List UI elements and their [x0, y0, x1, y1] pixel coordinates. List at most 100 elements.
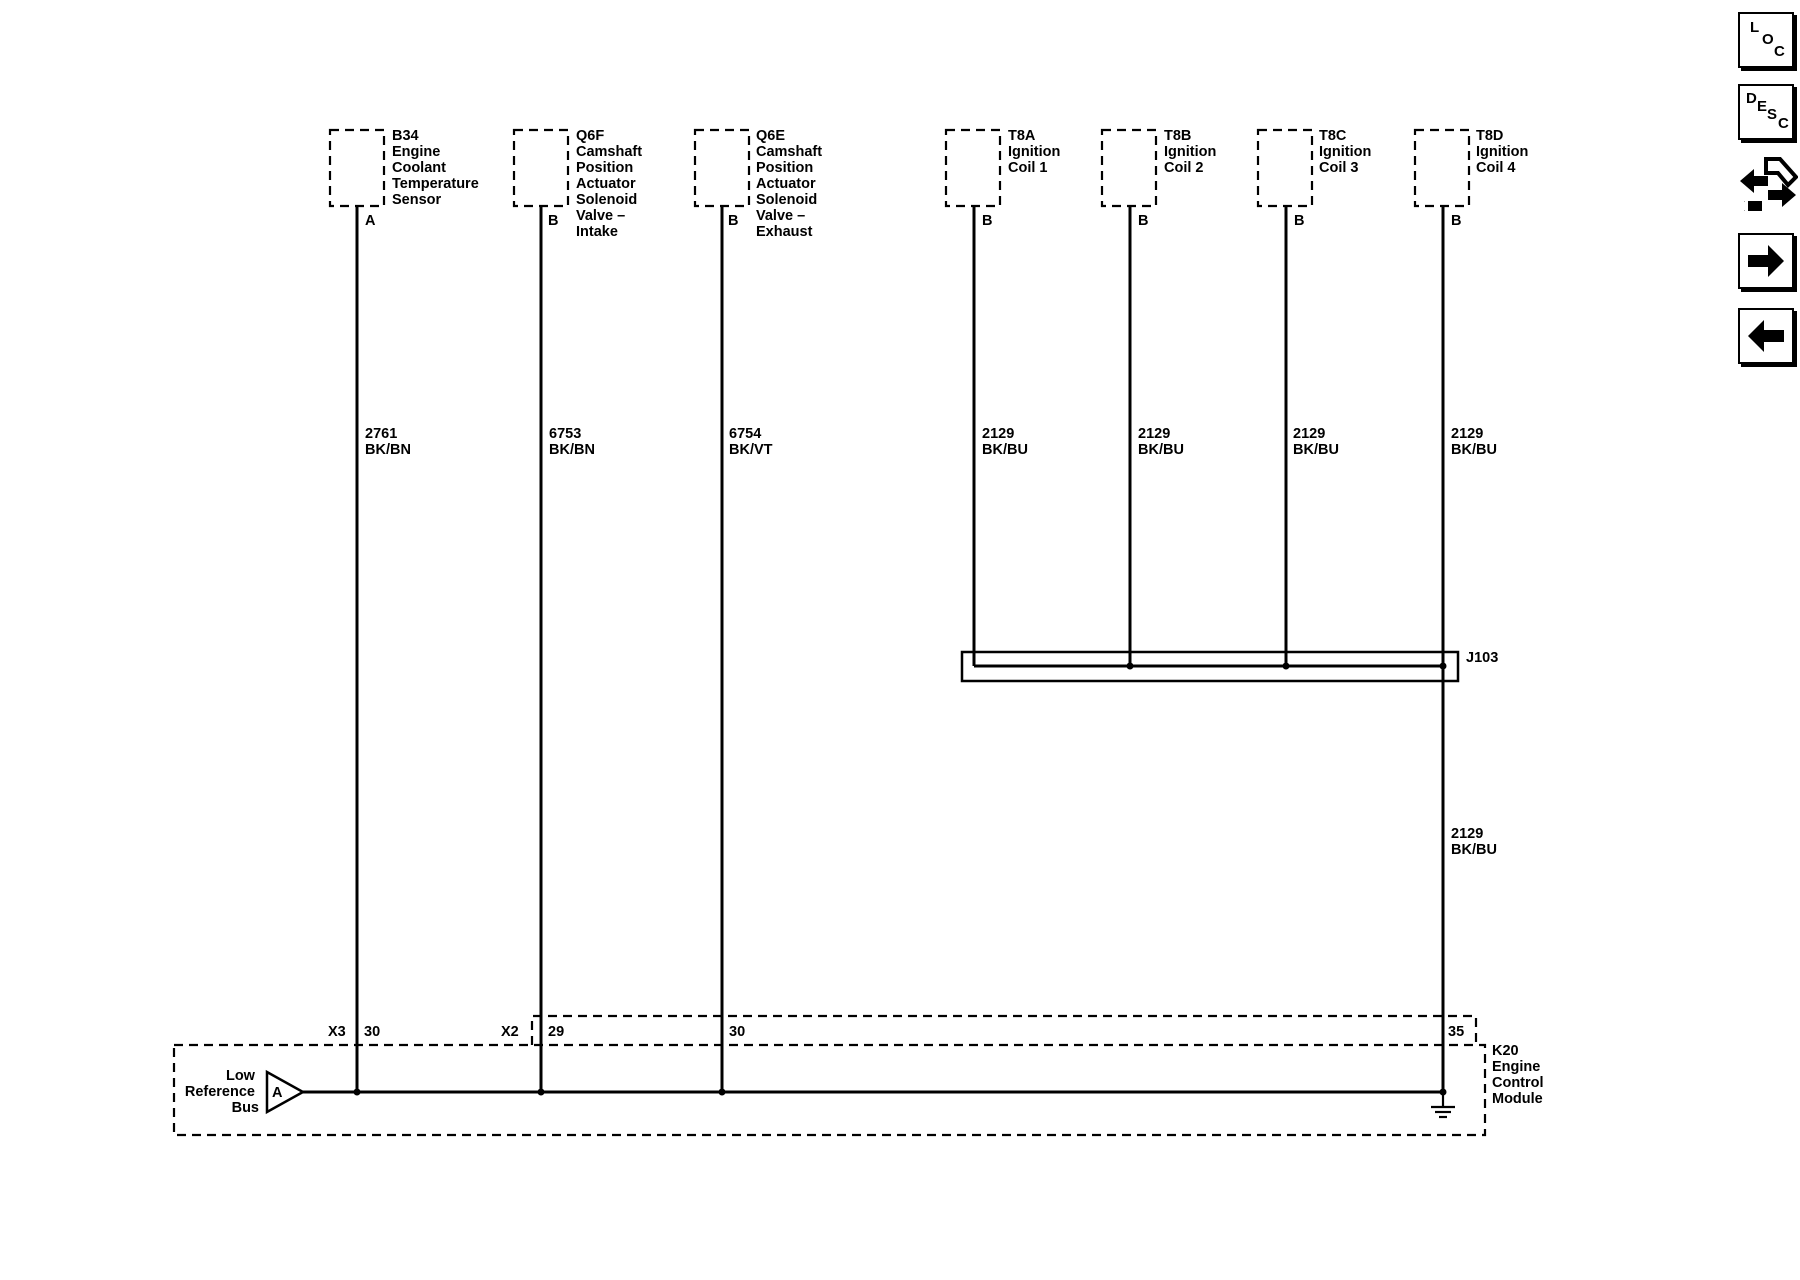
component-desc-line: Camshaft — [756, 144, 822, 160]
circuit-number: 2129 — [982, 426, 1014, 442]
bus-label-line: Bus — [232, 1100, 259, 1116]
component-desc-line: Ignition — [1008, 144, 1060, 160]
svg-text:6753 BK/BN: 6753 BK/BN — [549, 426, 595, 458]
wire-color: BK/VT — [729, 442, 773, 458]
bus-node — [718, 1088, 726, 1096]
component-desc-line: Engine — [392, 144, 440, 160]
wire-color: BK/BU — [1138, 442, 1184, 458]
component-desc-line: Coolant — [392, 160, 446, 176]
component-ref: B34 — [392, 128, 419, 144]
module-pin: 30 — [729, 1024, 745, 1040]
svg-text:K20 Engine Control: K20 Engine Control Module — [1492, 1043, 1548, 1107]
component-desc-line: Ignition — [1319, 144, 1371, 160]
bus-label-line: Low — [226, 1068, 256, 1084]
component-desc-line: Coil 4 — [1476, 160, 1515, 176]
splice-box — [960, 650, 1460, 683]
svg-text:T8C Ignition Coil: T8C Ignition Coil 3 — [1319, 128, 1375, 176]
svg-text:T8B Ignition Coil: T8B Ignition Coil 2 — [1164, 128, 1220, 176]
component-desc-line: Intake — [576, 224, 618, 240]
svg-text:2129 BK/BU: 2129 BK/BU — [1293, 426, 1339, 458]
component-box-t8b — [1100, 128, 1158, 208]
desc-letter: S — [1767, 106, 1778, 123]
component-ref: T8D — [1476, 128, 1503, 144]
component-box-t8c — [1256, 128, 1314, 208]
component-desc-line: Exhaust — [756, 224, 813, 240]
pin-label: B — [982, 213, 992, 229]
module-desc-line: Control — [1492, 1075, 1544, 1091]
circuit-number: 6753 — [549, 426, 581, 442]
module-desc-line: Engine — [1492, 1059, 1540, 1075]
svg-text:2129 BK/BU: 2129 BK/BU — [1451, 826, 1497, 858]
svg-text:Q6E Camshaft Posit: Q6E Camshaft Position Actuator Solenoid … — [756, 128, 826, 240]
desc-button[interactable]: D E S C — [1738, 84, 1794, 140]
circuit-number: 2129 — [1451, 426, 1483, 442]
back-button[interactable] — [1738, 308, 1794, 364]
component-desc-line: Coil 3 — [1319, 160, 1358, 176]
component-ref: T8A — [1008, 128, 1036, 144]
module-pin: 35 — [1448, 1024, 1464, 1040]
svg-text:2129 BK/BU: 2129 BK/BU — [1138, 426, 1184, 458]
module-pin: 30 — [364, 1024, 380, 1040]
component-desc-line: Coil 2 — [1164, 160, 1203, 176]
component-desc-line: Actuator — [576, 176, 636, 192]
bus-node — [537, 1088, 545, 1096]
component-box-t8a — [944, 128, 1002, 208]
wire-color: BK/BN — [549, 442, 595, 458]
loc-button[interactable]: L O C — [1738, 12, 1794, 68]
desc-letter: C — [1778, 115, 1789, 132]
splice-node — [1282, 662, 1290, 670]
splice-ref: J103 — [1466, 650, 1498, 666]
component-desc-line: Temperature — [392, 176, 479, 192]
arrow-left-icon — [1748, 320, 1784, 352]
svg-text:Q6F Camshaft Posit: Q6F Camshaft Position Actuator Solenoid … — [576, 128, 646, 240]
desc-letter: E — [1757, 98, 1768, 115]
splice-node — [1439, 662, 1447, 670]
svg-text:2761 BK/BN: 2761 BK/BN — [365, 426, 411, 458]
component-desc-line: Solenoid — [756, 192, 817, 208]
connector-x2-outline — [530, 1014, 1478, 1045]
pin-label: B — [548, 213, 558, 229]
svg-text:2129 BK/BU: 2129 BK/BU — [1451, 426, 1497, 458]
circuit-number: 2129 — [1293, 426, 1325, 442]
loc-letter: O — [1762, 31, 1774, 48]
component-ref: T8B — [1164, 128, 1191, 144]
component-desc-line: Ignition — [1476, 144, 1528, 160]
pin-label: B — [1294, 213, 1304, 229]
component-desc-line: Camshaft — [576, 144, 642, 160]
arrow-right-icon — [1748, 245, 1784, 277]
connector-ref-x2: X2 — [501, 1024, 519, 1040]
component-desc-line: Position — [756, 160, 813, 176]
wire-color: BK/BU — [1451, 442, 1497, 458]
component-desc-line: Position — [576, 160, 633, 176]
component-desc-line: Coil 1 — [1008, 160, 1047, 176]
pin-label: B — [1138, 213, 1148, 229]
svg-text:B34 Engine Coolant: B34 Engine Coolant Temperature Sensor — [392, 128, 483, 208]
circuit-number: 2129 — [1138, 426, 1170, 442]
component-ref: Q6E — [756, 128, 785, 144]
connector-ref-x3: X3 — [328, 1024, 346, 1040]
splice-node — [1126, 662, 1134, 670]
connector-wrench-icon — [1740, 157, 1799, 213]
component-desc-line: Valve – — [756, 208, 805, 224]
module-pin: 29 — [548, 1024, 564, 1040]
svg-text:6754 BK/VT: 6754 BK/VT — [729, 426, 773, 458]
loc-letter: L — [1750, 19, 1760, 36]
wire-color: BK/BU — [982, 442, 1028, 458]
circuit-number: 6754 — [729, 426, 761, 442]
component-desc-line: Solenoid — [576, 192, 637, 208]
desc-letter: D — [1746, 90, 1757, 107]
pin-label: B — [1451, 213, 1461, 229]
next-button[interactable] — [1738, 233, 1794, 289]
bus-symbol — [265, 1069, 306, 1115]
component-desc-line: Valve – — [576, 208, 625, 224]
wire-color: BK/BU — [1293, 442, 1339, 458]
connector-view-button[interactable] — [1738, 155, 1799, 217]
module-ref: K20 — [1492, 1043, 1519, 1059]
bus-node — [353, 1088, 361, 1096]
bus-pin: A — [272, 1085, 283, 1101]
component-ref: T8C — [1319, 128, 1347, 144]
wire-color: BK/BN — [365, 442, 411, 458]
component-box-t8d — [1413, 128, 1471, 208]
component-box-q6f — [512, 128, 570, 208]
